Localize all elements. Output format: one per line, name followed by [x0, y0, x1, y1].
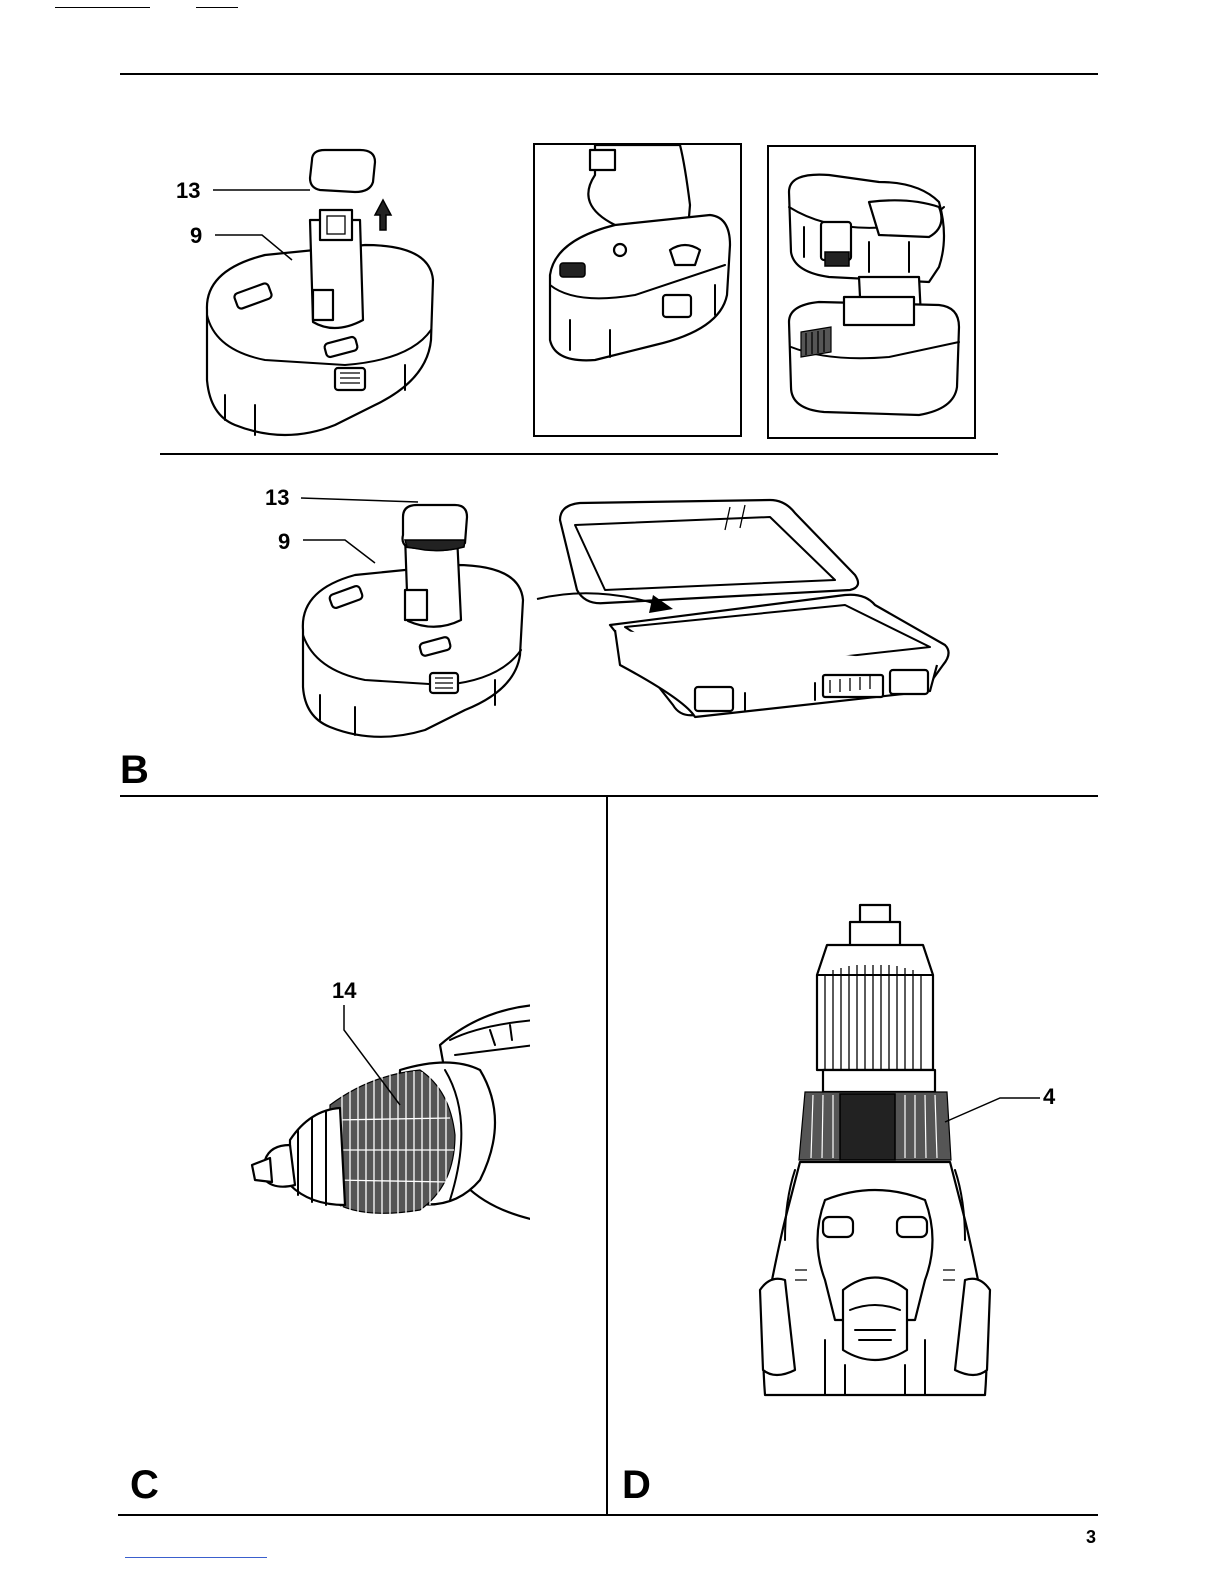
- figure-label-c: C: [130, 1465, 159, 1505]
- callout-4-leader: [935, 1090, 1045, 1130]
- callout-13-b: 13: [265, 487, 289, 509]
- top-rule: [120, 73, 1098, 75]
- callout-13: 13: [176, 180, 200, 202]
- drill-battery-insert-illustration: [535, 145, 740, 435]
- battery-charger-illustration: [769, 147, 974, 437]
- callout-9-leader: [212, 230, 302, 270]
- callout-9-b-leader: [300, 535, 390, 575]
- top-left-scan-mark: [55, 7, 150, 8]
- drill-battery-insert-panel: [533, 143, 742, 437]
- callout-13-b-leader: [298, 490, 428, 510]
- figure-b-bottom-rule: [120, 795, 1098, 797]
- figure-cd-divider: [606, 797, 608, 1515]
- figure-b-mid-rule: [160, 453, 998, 455]
- callout-9-b: 9: [278, 531, 290, 553]
- figure-label-b: B: [120, 750, 149, 790]
- callout-13-leader: [210, 180, 320, 200]
- bottom-rule: [118, 1514, 1098, 1516]
- callout-14-leader: [340, 1005, 410, 1115]
- battery-cap-on-illustration: [295, 495, 530, 745]
- top-left-scan-mark-2: [196, 7, 238, 8]
- bottom-left-scan-mark: [125, 1557, 267, 1558]
- kit-box-arrow: [535, 585, 685, 625]
- page-number: 3: [1086, 1527, 1096, 1548]
- callout-9: 9: [190, 225, 202, 247]
- battery-charger-panel: [767, 145, 976, 439]
- drill-collar-illustration: [755, 900, 995, 1400]
- callout-14: 14: [332, 980, 356, 1002]
- figure-label-d: D: [622, 1465, 651, 1505]
